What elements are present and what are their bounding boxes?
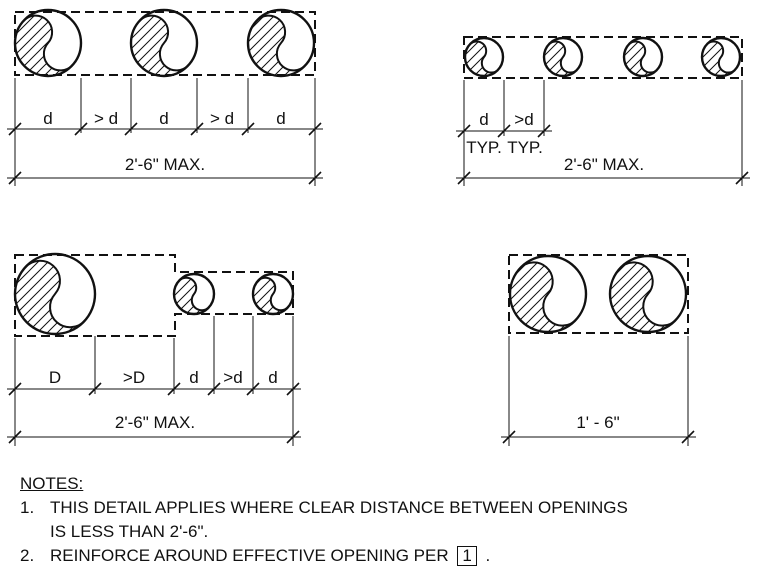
typical-label: TYP. (507, 138, 543, 157)
hatched-section (247, 15, 306, 77)
pipe-opening (608, 254, 688, 334)
break-line (518, 261, 578, 327)
hatched-section (14, 260, 86, 335)
detail-d: 1' - 6" (501, 254, 696, 446)
hatched-section (609, 262, 677, 333)
hatched-section (130, 15, 189, 77)
break-line (468, 40, 500, 74)
dim-label: >D (123, 368, 145, 387)
break-line (178, 276, 210, 312)
hatched-section (465, 41, 499, 76)
effective-opening-outline (463, 36, 743, 79)
pipe-outline (172, 272, 216, 316)
hatched-section (624, 41, 658, 76)
break-line (22, 14, 74, 72)
pipe-opening (13, 252, 97, 336)
notes-block: NOTES: 1. THIS DETAIL APPLIES WHERE CLEA… (20, 472, 740, 568)
note-item: 1. THIS DETAIL APPLIES WHERE CLEAR DISTA… (20, 496, 740, 544)
break-line (627, 40, 659, 74)
note-text: THIS DETAIL APPLIES WHERE CLEAR DISTANCE… (50, 496, 740, 544)
dim-label: d (268, 368, 277, 387)
note-line: REINFORCE AROUND EFFECTIVE OPENING PER (50, 546, 449, 565)
pipe-outline (622, 36, 664, 78)
detail-c: D >D d >d d 2'-6" MAX. (7, 252, 301, 446)
break-line (138, 14, 190, 72)
pipe-opening (508, 254, 588, 334)
dim-label: d (159, 109, 168, 128)
notes-title: NOTES: (20, 474, 84, 493)
pipe-outline (251, 272, 295, 316)
hatched-section (509, 262, 577, 333)
dim-label: d (43, 109, 52, 128)
hatched-section (174, 277, 209, 314)
pipe-opening (251, 272, 295, 316)
break-line (547, 40, 579, 74)
overall-dimension-label: 2'-6" MAX. (125, 155, 205, 174)
pipe-opening (13, 8, 83, 78)
overall-dimension-label: 2'-6" MAX. (115, 413, 195, 432)
hatched-section (544, 41, 578, 76)
detail-a: d > d d > d d 2'-6" MAX. (7, 8, 323, 186)
pipe-outline (542, 36, 584, 78)
pipe-outline (13, 252, 97, 336)
note-line: THIS DETAIL APPLIES WHERE CLEAR DISTANCE… (50, 498, 628, 517)
effective-opening-outline (14, 254, 294, 337)
dim-label: > d (210, 109, 234, 128)
opening-details-drawing: d > d d > d d 2'-6" MAX. d >d TYP. TYP. … (7, 8, 750, 446)
break-line (24, 259, 86, 329)
note-line-end: . (485, 546, 491, 565)
break-line (618, 261, 678, 327)
pipe-outline (13, 8, 83, 78)
pipe-opening (542, 36, 584, 78)
pipe-outline (508, 254, 588, 334)
note-line: IS LESS THAN 2'-6". (50, 522, 209, 541)
dim-label: d (276, 109, 285, 128)
note-item: 2. REINFORCE AROUND EFFECTIVE OPENING PE… (20, 544, 740, 568)
pipe-outline (608, 254, 688, 334)
note-number: 2. (20, 546, 35, 565)
pipe-outline (246, 8, 316, 78)
detail-b: d >d TYP. TYP. 2'-6" MAX. (456, 36, 750, 186)
break-line (705, 40, 737, 74)
break-line (255, 14, 307, 72)
break-line (257, 276, 289, 312)
pipe-outline (700, 36, 742, 78)
pipe-outline (129, 8, 199, 78)
hatched-section (702, 41, 736, 76)
note-number: 1. (20, 498, 35, 517)
dim-label: d (479, 110, 488, 129)
dim-label: d (189, 368, 198, 387)
pipe-opening (463, 36, 505, 78)
hatched-section (14, 15, 73, 77)
pipe-opening (622, 36, 664, 78)
pipe-opening (129, 8, 199, 78)
note-text: REINFORCE AROUND EFFECTIVE OPENING PER 1… (50, 544, 740, 568)
effective-opening-outline (508, 254, 689, 334)
pipe-opening (246, 8, 316, 78)
typical-label: TYP. (466, 138, 502, 157)
pipe-opening (700, 36, 742, 78)
pipe-opening (172, 272, 216, 316)
pipe-outline (463, 36, 505, 78)
detail-reference-box: 1 (457, 546, 477, 566)
dim-label: >d (223, 368, 242, 387)
dim-label: D (49, 368, 61, 387)
dim-label: >d (514, 110, 533, 129)
hatched-section (253, 277, 288, 314)
dim-label: > d (94, 109, 118, 128)
overall-dimension-label: 2'-6" MAX. (564, 155, 644, 174)
overall-dimension-label: 1' - 6" (576, 413, 619, 432)
